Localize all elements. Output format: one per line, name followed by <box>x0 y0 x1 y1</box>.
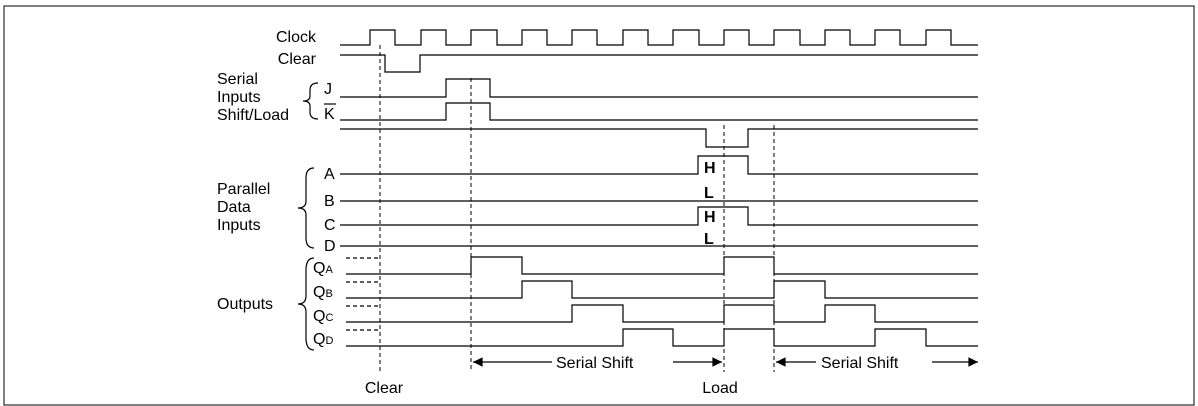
clock-label: Clock <box>276 29 317 46</box>
parallel-label-line3: Inputs <box>217 217 261 234</box>
a-high-mark: H <box>704 160 716 177</box>
outputs-label: Outputs <box>217 296 273 313</box>
serial-inputs-label-line1: Serial <box>217 71 258 88</box>
j-waveform <box>340 78 978 98</box>
d-label: D <box>324 238 336 255</box>
d-low-mark: L <box>704 231 714 248</box>
c-label: C <box>324 217 336 234</box>
c-waveform <box>340 206 978 226</box>
parallel-label-line1: Parallel <box>217 181 270 198</box>
qb-waveform <box>346 280 978 299</box>
qc-label: QC <box>313 308 333 325</box>
frame-border <box>3 5 1195 406</box>
shift-load-label: Shift/Load <box>217 107 289 124</box>
b-low-mark: L <box>704 185 714 202</box>
a-waveform <box>340 155 978 175</box>
qd-label: QD <box>313 331 333 348</box>
outputs-brace <box>297 257 315 351</box>
k-waveform <box>340 102 978 121</box>
b-label: B <box>324 193 335 210</box>
qb-label: QB <box>313 284 333 301</box>
serial-inputs-brace <box>302 82 319 120</box>
parallel-label-line2: Data <box>217 199 251 216</box>
clear-event-label: Clear <box>365 380 404 397</box>
qd-waveform <box>346 328 978 347</box>
c-high-mark: H <box>704 209 716 226</box>
parallel-brace <box>297 167 315 249</box>
k-label: K <box>324 106 335 123</box>
serial-shift-2-label: Serial Shift <box>821 355 899 372</box>
clear-waveform <box>340 54 978 73</box>
qa-label: QA <box>313 260 333 277</box>
serial-shift-1-label: Serial Shift <box>556 355 634 372</box>
a-label: A <box>324 166 335 183</box>
clock-waveform <box>340 29 978 46</box>
shift-load-waveform <box>340 128 978 148</box>
clear-label: Clear <box>278 51 317 68</box>
load-event-label: Load <box>702 380 738 397</box>
serial-inputs-label-line2: Inputs <box>217 89 261 106</box>
qa-waveform <box>346 256 978 275</box>
j-label: J <box>324 81 332 98</box>
qc-waveform <box>346 304 978 323</box>
